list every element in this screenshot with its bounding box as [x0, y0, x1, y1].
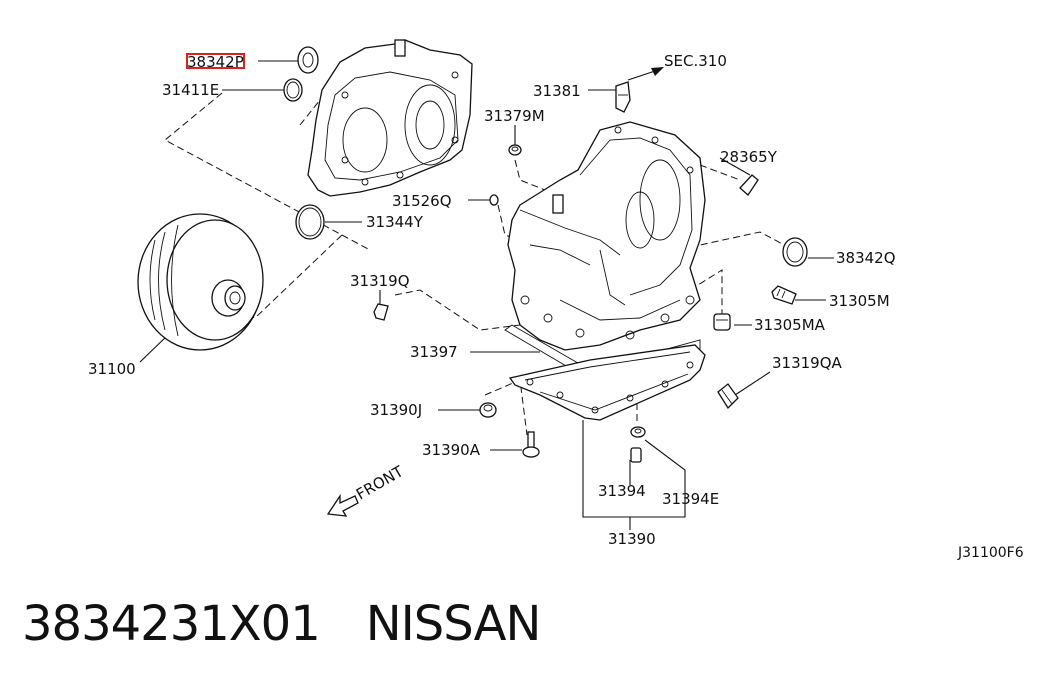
label-31379m[interactable]: 31379M	[484, 107, 545, 125]
label-31394[interactable]: 31394	[598, 482, 646, 500]
label-31319q[interactable]: 31319Q	[350, 272, 410, 290]
label-31411e[interactable]: 31411E	[162, 81, 219, 99]
part-number: 3834231X01	[22, 596, 321, 652]
oil-pan-31390[interactable]	[508, 344, 706, 421]
o-ring-31411e[interactable]	[283, 78, 303, 102]
label-31100[interactable]: 31100	[88, 360, 136, 378]
label-31390[interactable]: 31390	[608, 530, 656, 548]
sensor-31305m[interactable]	[771, 285, 797, 305]
label-front: FRONT	[353, 462, 407, 504]
seal-38342p[interactable]	[297, 46, 319, 74]
cap-31379m[interactable]	[508, 144, 522, 156]
part-number-footer: 3834231X01 NISSAN	[22, 596, 542, 652]
seal-38342q[interactable]	[782, 237, 808, 267]
highlight-box	[186, 53, 245, 69]
label-31305m[interactable]: 31305M	[829, 292, 890, 310]
front-arrow-icon	[326, 493, 359, 517]
leader-lines	[139, 60, 834, 530]
pin-31526q[interactable]	[489, 194, 499, 206]
label-31390a[interactable]: 31390A	[422, 441, 481, 459]
converter-housing[interactable]	[307, 39, 473, 197]
clip-28365y[interactable]	[739, 174, 759, 196]
label-31397[interactable]: 31397	[410, 343, 458, 361]
figure-code: J31100F6	[957, 545, 1024, 561]
bolt-31390a[interactable]	[522, 431, 540, 458]
label-31526q[interactable]: 31526Q	[392, 192, 452, 210]
breather-31381[interactable]	[615, 81, 631, 113]
label-sec310[interactable]: SEC.310	[664, 52, 727, 70]
label-31390j[interactable]: 31390J	[370, 401, 422, 419]
label-31381[interactable]: 31381	[533, 82, 581, 100]
torque-converter-31100[interactable]	[137, 213, 264, 351]
label-31394e[interactable]: 31394E	[662, 490, 719, 508]
brand-name: NISSAN	[365, 596, 542, 652]
part-labels: 38342P 31411E SEC.310 31381 31379M 28365…	[88, 52, 1024, 561]
plug-31305ma[interactable]	[713, 313, 731, 331]
label-38342p[interactable]: 38342P	[187, 53, 244, 71]
label-38342q[interactable]: 38342Q	[836, 249, 896, 267]
o-ring-31344y[interactable]	[295, 204, 325, 240]
label-31305ma[interactable]: 31305MA	[754, 316, 826, 334]
label-31344y[interactable]: 31344Y	[366, 213, 424, 231]
washer-31390j[interactable]	[479, 402, 497, 418]
label-31319qa[interactable]: 31319QA	[772, 354, 843, 372]
stud-31319q[interactable]	[373, 303, 389, 321]
label-28365y[interactable]: 28365Y	[720, 148, 778, 166]
transmission-case[interactable]	[507, 121, 706, 351]
drain-plug-31394[interactable]	[630, 447, 642, 463]
washer-31394e[interactable]	[630, 426, 646, 438]
plug-31319qa[interactable]	[717, 383, 739, 410]
